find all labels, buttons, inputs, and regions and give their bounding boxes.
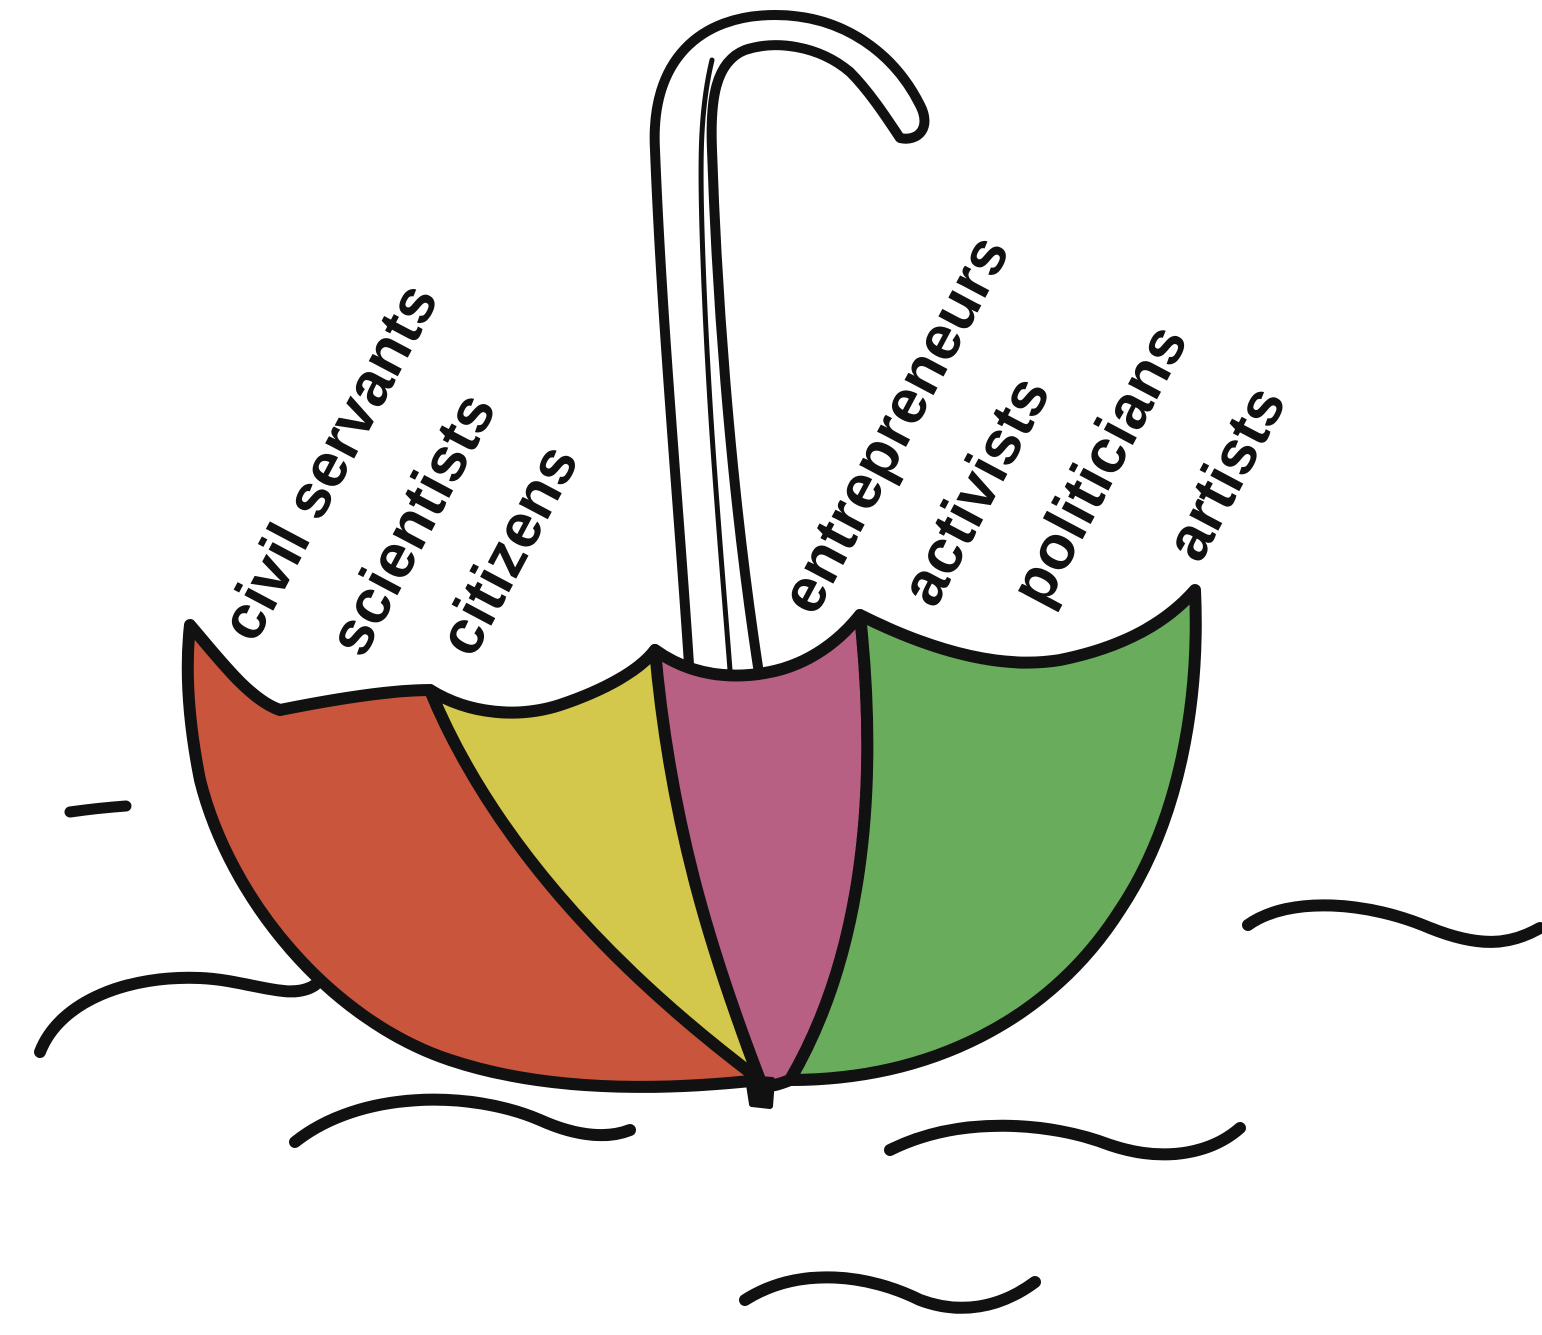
left-labels: civil servants scientists citizens [206,272,592,666]
water-wave-right [1248,905,1540,942]
water-wave-bottom-right [890,1126,1240,1155]
water-wave-lower [745,1277,1035,1307]
water-wave-left [40,978,315,1052]
umbrella-canopy [188,590,1196,1106]
right-labels: entrepreneurs activists politicians arti… [766,224,1299,625]
canopy-tip [748,1078,772,1106]
label-artists: artists [1151,375,1299,572]
water-wave-bottom-left [295,1100,630,1142]
water-dash-left [70,806,126,812]
